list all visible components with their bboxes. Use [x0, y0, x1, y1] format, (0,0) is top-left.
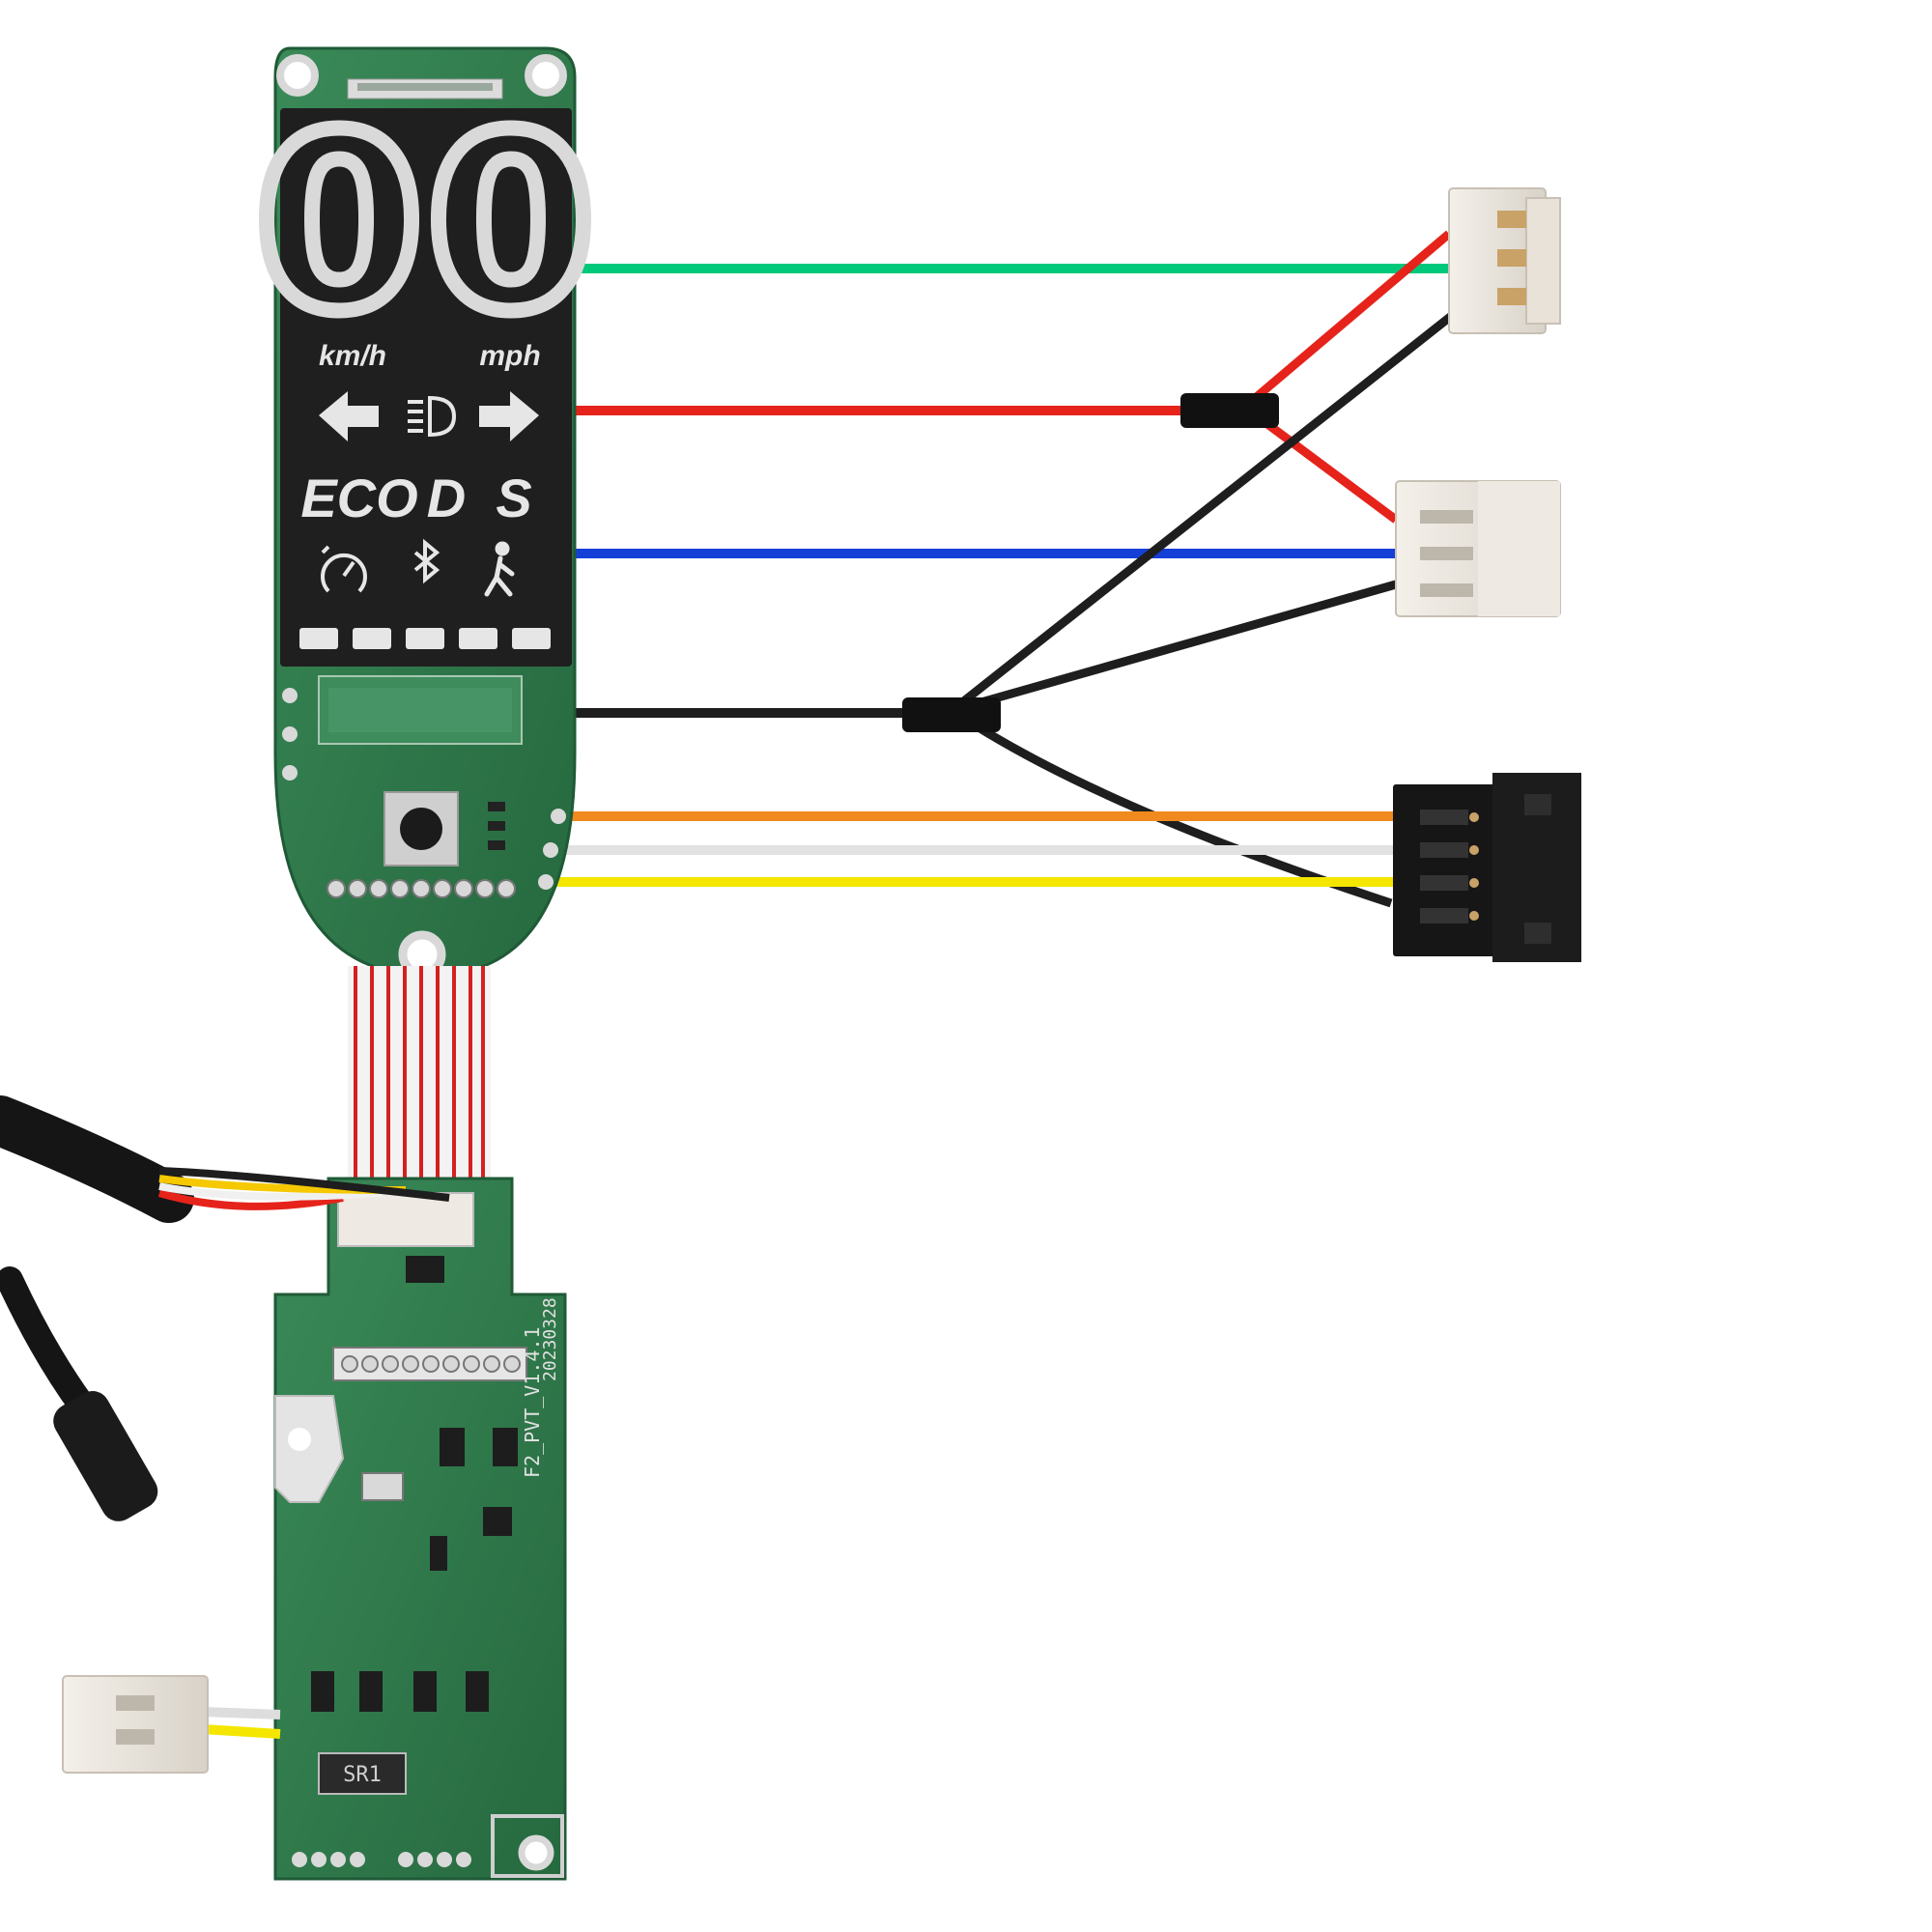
mounting-hole	[525, 54, 567, 97]
controller-board: SR1 F2_PVT_V1.4.1 20230328	[273, 1177, 567, 1881]
wire-harness	[546, 230, 1457, 908]
walking-person-icon	[484, 541, 515, 597]
cruise-control-icon	[321, 545, 367, 593]
connector-3pin-middle	[1395, 480, 1561, 617]
connector-4pin-small	[337, 1192, 474, 1247]
bluetooth-icon	[413, 538, 440, 584]
headlight-icon	[408, 395, 457, 438]
splice-sleeve-black	[902, 697, 1001, 732]
mode-s: S	[496, 468, 531, 528]
throttle-cable	[0, 1095, 450, 1223]
connector-3pin-top	[1448, 187, 1561, 334]
ribbon-cable	[348, 966, 491, 1183]
lcd-display	[280, 108, 572, 667]
arrow-right-icon	[479, 391, 539, 441]
board-date: 20230328	[540, 1297, 560, 1381]
brake-cable-plug	[53, 1391, 158, 1521]
board-revision: F2_PVT_V1.4.1	[521, 1326, 544, 1478]
pin-header	[327, 879, 516, 898]
mode-eco: ECO	[300, 468, 417, 528]
mounting-hole	[518, 1834, 554, 1871]
mode-d: D	[427, 468, 466, 528]
splice-sleeve-red	[1180, 393, 1279, 428]
mosfet-row	[311, 1671, 489, 1712]
power-button[interactable]	[384, 791, 459, 867]
diode-label: SR1	[343, 1763, 382, 1787]
battery-level-bars	[299, 628, 551, 649]
brake-cable	[0, 1266, 158, 1521]
wire-black-branch-top	[958, 310, 1457, 707]
diode-sr1	[318, 1752, 407, 1795]
wire-black-branch-mid	[969, 580, 1398, 710]
unit-mph: mph	[479, 340, 540, 372]
connector-4pin-black	[1393, 773, 1581, 962]
wire-red-branch-bottom	[1253, 412, 1399, 524]
display-board: 00 km/h mph ECO D S	[247, 46, 603, 979]
speed-digits: 00	[255, 83, 599, 364]
pin-header-controller	[332, 1347, 527, 1381]
connector-2pin-left	[62, 1675, 281, 1774]
wire-red-branch-top	[1243, 230, 1452, 410]
mounting-bracket	[274, 1395, 345, 1503]
unit-kmh: km/h	[319, 340, 386, 372]
mounting-hole	[276, 54, 319, 97]
arrow-left-icon	[319, 391, 379, 441]
